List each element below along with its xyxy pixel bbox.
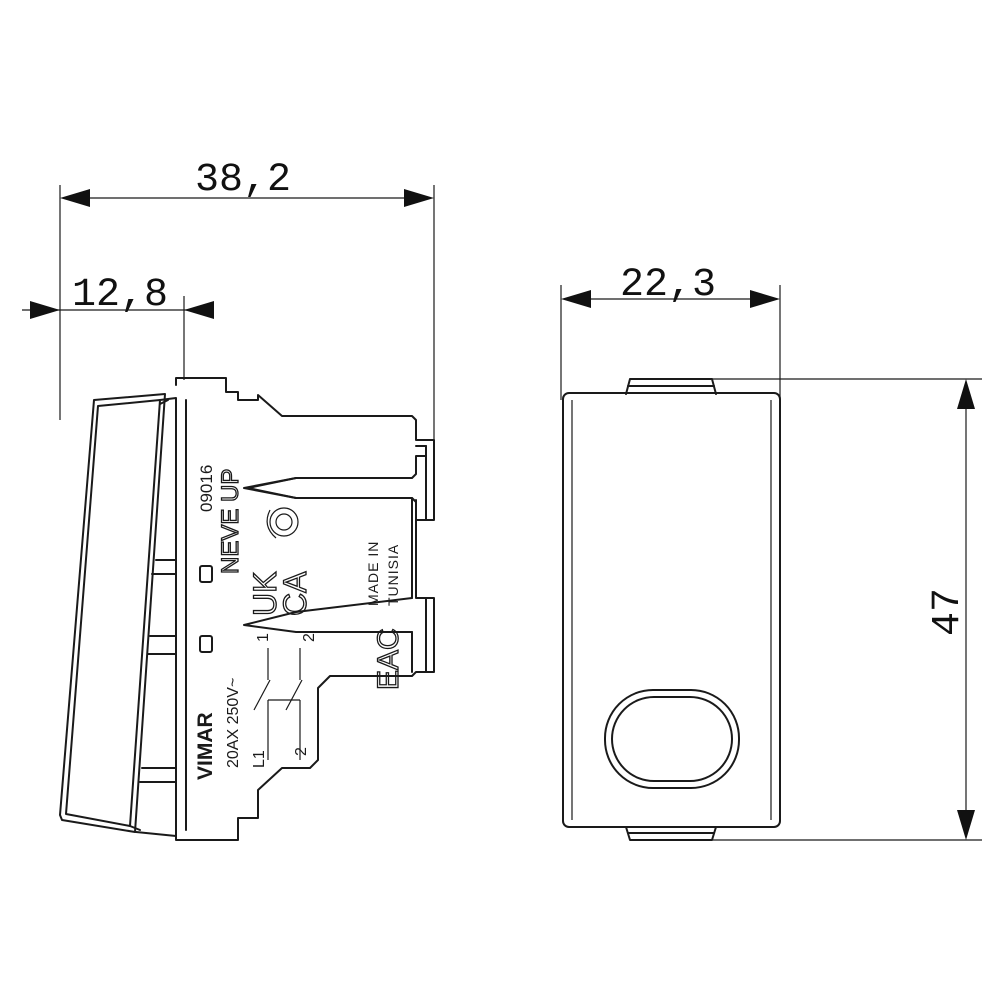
arrow-head xyxy=(561,290,591,308)
terminal-label-2-top: 2 xyxy=(301,633,318,642)
dimension-label-12-8: 12,8 xyxy=(72,273,168,318)
front-view xyxy=(562,378,781,841)
terminal-label-2-bottom: 2 xyxy=(293,747,310,756)
dimension-overall-depth: 38,2 xyxy=(59,158,435,520)
arrow-head xyxy=(184,301,214,319)
dimension-label-47: 47 xyxy=(926,588,971,636)
body-markings: VIMAR 20AX 250V~ L1 2 1 2 09016 NEVE UP … xyxy=(194,465,406,780)
terminal-label-1-top: 1 xyxy=(255,633,272,642)
front-body xyxy=(562,392,781,828)
switch-body xyxy=(175,377,435,841)
series-label: NEVE UP xyxy=(217,469,244,574)
indicator-window xyxy=(199,635,213,653)
indicator-lens xyxy=(604,689,740,789)
rating-label: 20AX 250V~ xyxy=(225,678,242,768)
arrow-head xyxy=(957,810,975,840)
dimension-label-38-2: 38,2 xyxy=(195,158,291,203)
wiring-schematic xyxy=(253,648,303,760)
dimension-width: 22,3 xyxy=(560,263,781,400)
arrow-head xyxy=(30,301,60,319)
dimension-height: 47 xyxy=(712,378,982,841)
indicator-window xyxy=(199,565,213,583)
dimension-front-depth: 12,8 xyxy=(22,273,214,380)
rocker-mechanism xyxy=(135,397,177,837)
ukca-ca-label: CA xyxy=(277,571,313,616)
arrow-head xyxy=(750,290,780,308)
rocker-cover xyxy=(59,393,166,833)
origin-label-line2: TUNISIA xyxy=(385,544,401,606)
arrow-head xyxy=(60,189,90,207)
brand-label: VIMAR xyxy=(194,712,217,780)
terminal-label-l1: L1 xyxy=(251,750,268,768)
product-code-label: 09016 xyxy=(197,465,216,512)
ukca-mark-icon xyxy=(266,507,299,539)
origin-label-line1: MADE IN xyxy=(365,541,381,606)
arrow-head xyxy=(404,189,434,207)
dimension-label-22-3: 22,3 xyxy=(620,263,716,308)
ukca-uk-label: UK xyxy=(247,572,283,616)
side-view: VIMAR 20AX 250V~ L1 2 1 2 09016 NEVE UP … xyxy=(59,377,435,841)
arrow-head xyxy=(957,379,975,409)
eac-mark-label: EAC xyxy=(372,628,405,690)
